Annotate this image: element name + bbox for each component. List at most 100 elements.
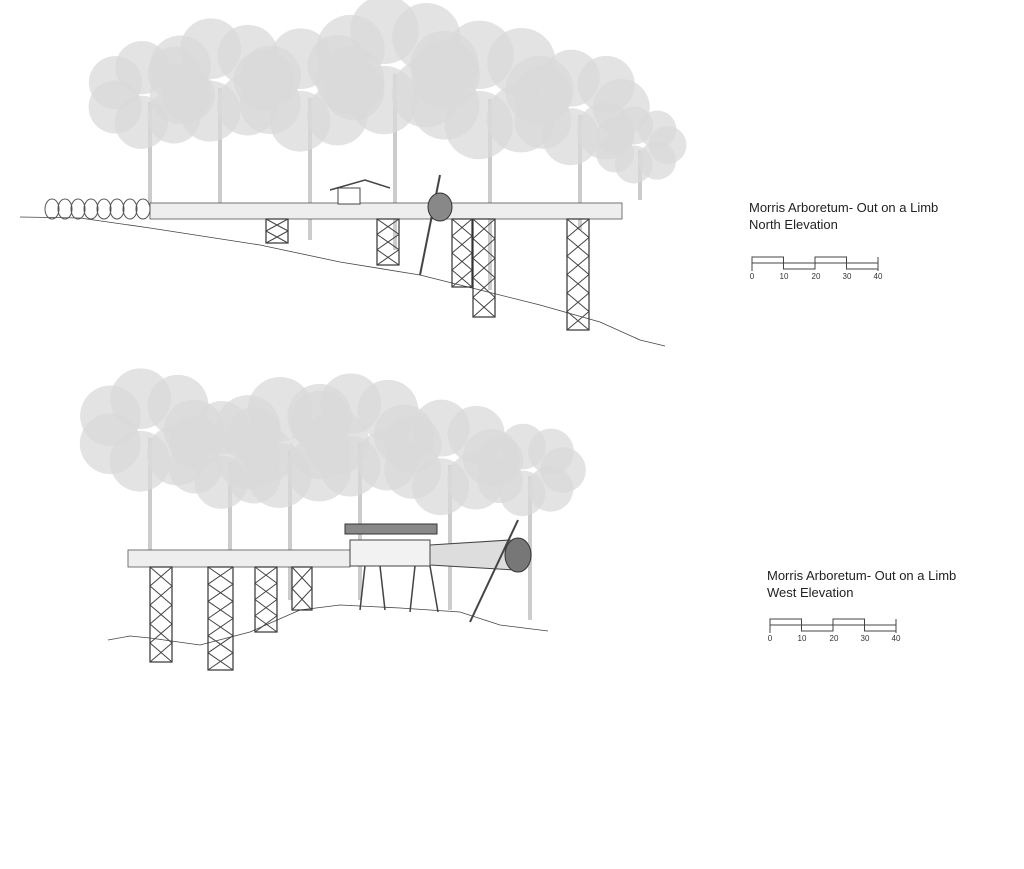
tower-brace (451, 235, 473, 254)
north-subtitle-text: North Elevation (749, 217, 838, 232)
platform-leg (359, 565, 366, 611)
tower-brace (265, 230, 289, 244)
north-nest (427, 192, 453, 222)
north-hut-roof (329, 179, 391, 191)
tree-canopy (577, 55, 635, 113)
support-tower (451, 218, 473, 288)
west-title-text: Morris Arboretum- Out on a Limb (767, 568, 957, 583)
scale-segment (864, 625, 897, 632)
tower-brace (472, 218, 496, 239)
scale-segment (846, 263, 879, 270)
tower-brace (291, 588, 313, 611)
tower-brace (207, 635, 234, 654)
west-nest (504, 537, 532, 573)
west-scale-label: 40 (891, 634, 901, 643)
support-tower (254, 566, 278, 633)
north-scale-label: 40 (873, 272, 883, 281)
tower-brace (254, 582, 278, 600)
loop-ring (44, 198, 60, 220)
tower-brace (254, 566, 278, 584)
west-mast (469, 519, 519, 623)
tower-brace (207, 600, 234, 619)
tower-brace (254, 615, 278, 633)
loop-ring (96, 198, 112, 220)
north-scale-label: 10 (779, 272, 789, 281)
north-scale-label: 0 (749, 272, 755, 281)
tower-brace (207, 583, 234, 602)
platform-leg (429, 565, 439, 613)
scale-segment (832, 618, 865, 625)
support-tower (376, 218, 400, 266)
tower-brace (472, 257, 496, 279)
tower-brace (376, 233, 400, 251)
tower-brace (149, 623, 173, 644)
scale-segment (769, 618, 802, 625)
entry-loops (44, 198, 151, 220)
north-elevation-trees (88, 0, 687, 290)
west-scale-label: 0 (767, 634, 773, 643)
tower-brace (291, 566, 313, 589)
tree-canopy (638, 110, 677, 149)
tower-brace (566, 311, 590, 331)
west-scale-label: 10 (797, 634, 807, 643)
tower-brace (207, 566, 234, 585)
north-walkway-deck (149, 202, 623, 220)
support-tower (207, 566, 234, 671)
north-scale-bar (751, 256, 879, 271)
tower-brace (149, 642, 173, 663)
tower-brace (566, 237, 590, 257)
west-elevation-trees (79, 368, 586, 620)
scale-segment (783, 263, 816, 270)
tower-brace (207, 618, 234, 637)
tree-canopy (528, 428, 574, 475)
scale-segment (814, 256, 847, 263)
west-scale-label: 20 (829, 634, 839, 643)
west-platform (349, 539, 431, 567)
west-elevation-title: Morris Arboretum- Out on a Limb West Ele… (767, 567, 956, 601)
north-support-towers (265, 218, 590, 331)
north-scale-label: 30 (842, 272, 852, 281)
support-tower (291, 566, 313, 611)
support-tower (472, 218, 496, 318)
north-title-text: Morris Arboretum- Out on a Limb (749, 200, 939, 215)
tower-brace (149, 566, 173, 587)
platform-leg (409, 565, 416, 613)
west-canopy-roof (344, 523, 438, 535)
scale-segment (751, 256, 784, 263)
tower-brace (566, 292, 590, 312)
loop-ring (70, 198, 86, 220)
tower-brace (566, 218, 590, 238)
tower-brace (566, 255, 590, 275)
tower-brace (376, 218, 400, 235)
tower-brace (254, 599, 278, 617)
tower-brace (472, 297, 496, 318)
loop-ring (122, 198, 138, 220)
tower-brace (472, 277, 496, 298)
tower-brace (451, 252, 473, 271)
west-elevation-structure (107, 519, 549, 671)
west-walkway-deck (127, 549, 351, 568)
loop-ring (83, 198, 99, 220)
west-scale-label: 30 (860, 634, 870, 643)
tower-brace (265, 218, 289, 232)
tower-brace (149, 585, 173, 606)
support-tower (265, 218, 289, 244)
support-tower (149, 566, 173, 663)
west-support-towers (149, 566, 313, 671)
north-hut (337, 187, 361, 205)
west-platform-legs (359, 565, 439, 613)
north-elevation-title: Morris Arboretum- Out on a Limb North El… (749, 199, 938, 233)
north-elevation-structure (19, 174, 666, 347)
west-scale-bar (769, 618, 897, 633)
tower-brace (451, 269, 473, 288)
tower-brace (207, 652, 234, 671)
loop-ring (57, 198, 73, 220)
loop-ring (135, 198, 151, 220)
tower-brace (149, 604, 173, 625)
west-subtitle-text: West Elevation (767, 585, 854, 600)
west-ground-line (107, 604, 549, 646)
loop-ring (109, 198, 125, 220)
platform-leg (379, 565, 386, 611)
tower-brace (376, 249, 400, 266)
